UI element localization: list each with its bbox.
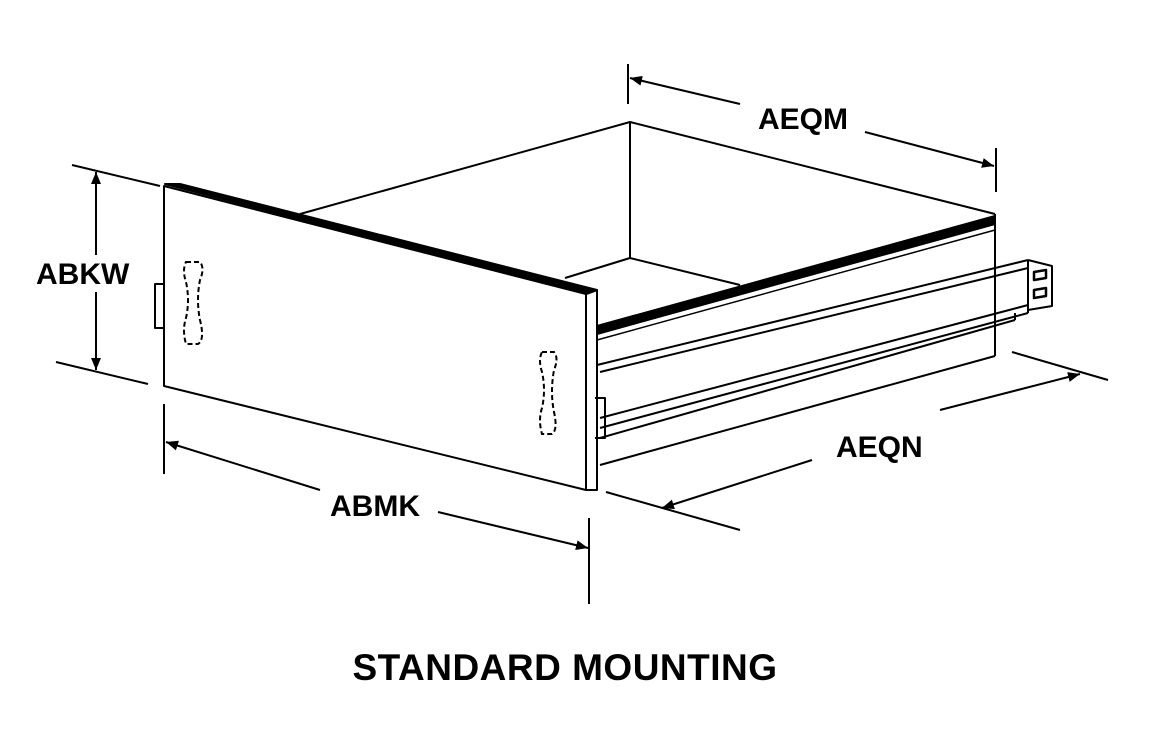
front-panel-thickness bbox=[585, 289, 598, 491]
dimension-height bbox=[55, 164, 161, 385]
right-handle bbox=[539, 351, 558, 435]
front-panel bbox=[163, 185, 587, 491]
dimension-side-width bbox=[627, 64, 997, 192]
dimension-depth bbox=[605, 351, 1109, 531]
diagram-caption: STANDARD MOUNTING bbox=[352, 647, 777, 688]
label-side-width: AEQM bbox=[758, 103, 848, 136]
dimension-front-width bbox=[163, 404, 590, 604]
drawer-body bbox=[154, 121, 1053, 491]
drawer-handles bbox=[183, 261, 558, 435]
label-height: ABKW bbox=[36, 258, 130, 291]
drawer-back-wall bbox=[299, 121, 996, 356]
dimension-lines bbox=[55, 64, 1109, 604]
rail-mounting-bracket bbox=[1027, 259, 1053, 311]
drawer-slide-rail bbox=[596, 259, 1029, 466]
drawer-floor bbox=[564, 257, 741, 286]
label-depth: AEQN bbox=[836, 431, 923, 464]
side-latch-tab bbox=[595, 397, 606, 439]
left-handle bbox=[183, 261, 204, 345]
label-front-width: ABMK bbox=[330, 490, 420, 523]
left-latch-tab bbox=[154, 283, 164, 329]
